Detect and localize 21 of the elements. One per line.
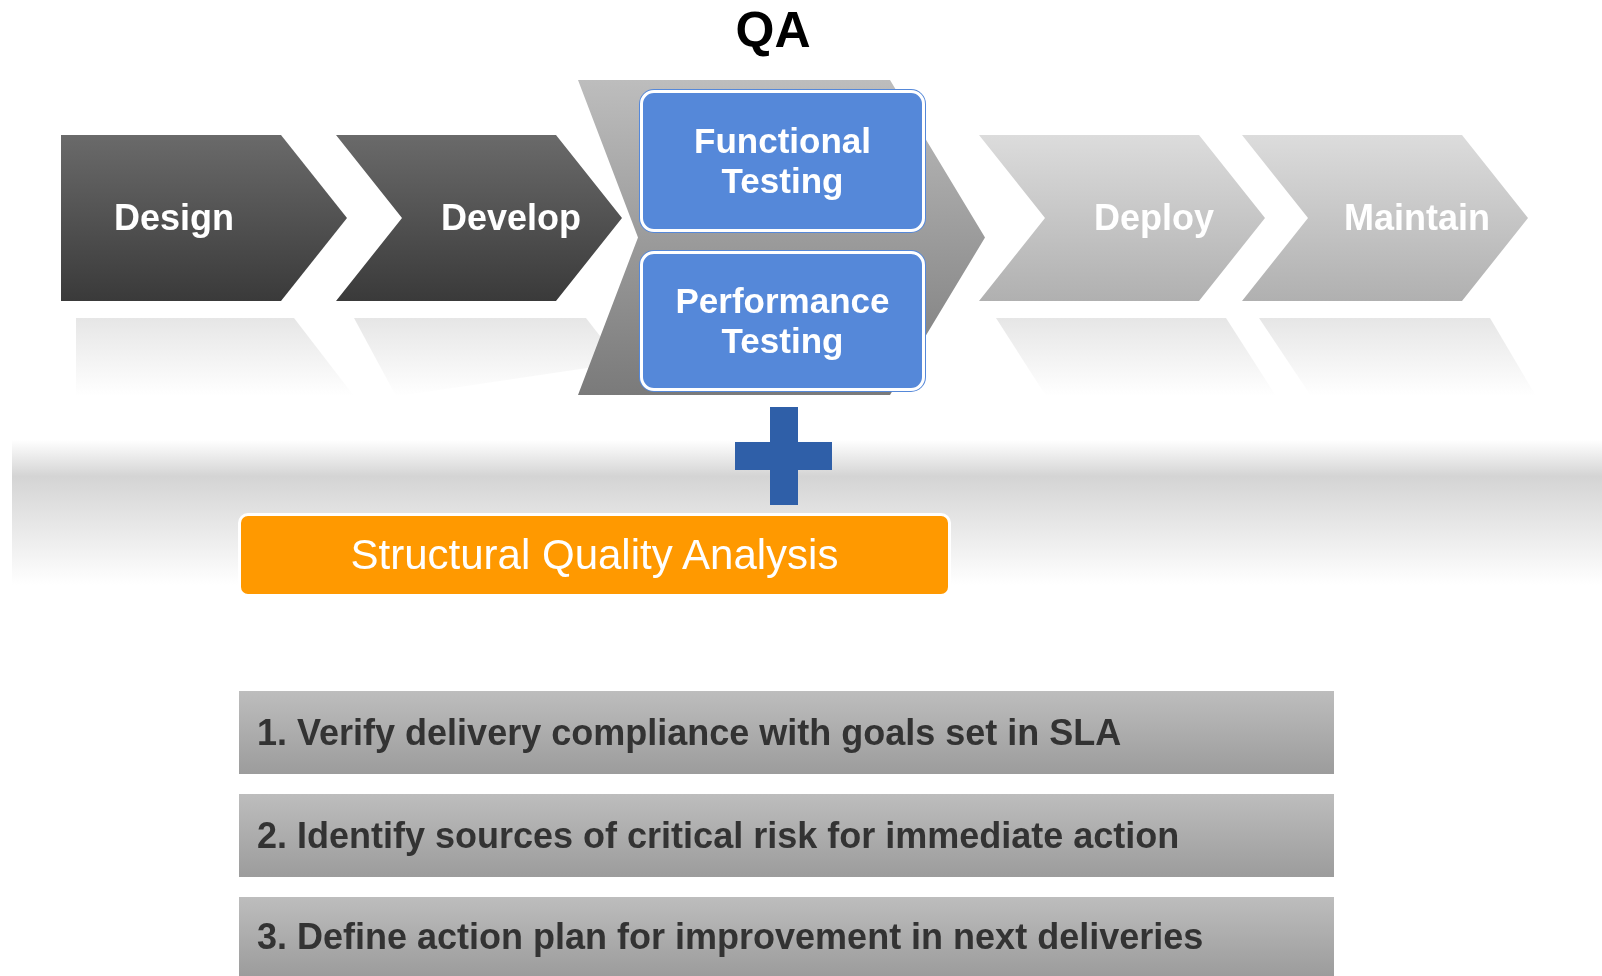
- list-item-text: 2. Identify sources of critical risk for immediate action: [257, 813, 1181, 858]
- process-step: [979, 135, 1265, 301]
- list-bar: [239, 794, 1334, 877]
- step-label: Design: [113, 196, 235, 240]
- heading: QA: [734, 2, 812, 58]
- process-step: [1242, 135, 1528, 301]
- process-step: [61, 135, 347, 301]
- step-label: Maintain: [1343, 196, 1491, 240]
- step-label: Deploy: [1093, 196, 1215, 240]
- box-label: Performance Testing: [674, 280, 891, 362]
- process-box: [640, 251, 925, 391]
- list-bar: [239, 691, 1334, 774]
- list-item-text: 3. Define action plan for improvement in next deliveries: [257, 914, 1205, 959]
- list-item-text: 1. Verify delivery compliance with goals set in SLA: [257, 710, 1123, 755]
- box-label: Structural Quality Analysis: [349, 530, 840, 580]
- list-bar: [239, 897, 1334, 976]
- box-label: Functional Testing: [693, 120, 872, 202]
- step-label: Develop: [439, 196, 582, 240]
- process-step: [336, 135, 622, 301]
- process-box: [238, 513, 951, 597]
- process-box: [640, 90, 925, 232]
